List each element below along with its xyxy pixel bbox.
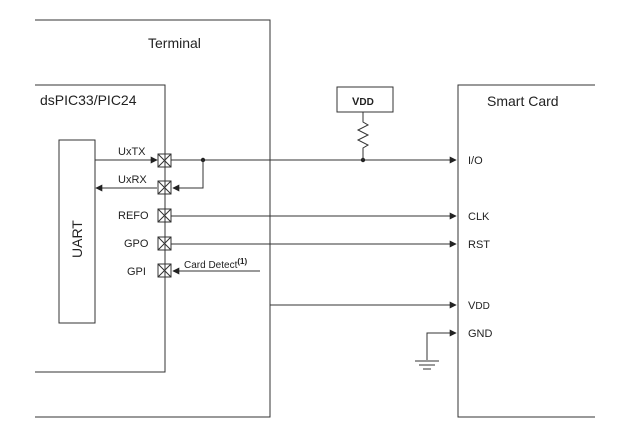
card-pin-gnd: GND bbox=[468, 328, 493, 340]
pin-label-gpi: GPI bbox=[127, 266, 146, 278]
pin-label-uxtx: UxTX bbox=[118, 146, 146, 158]
vdd-box-label: VDD bbox=[352, 96, 374, 108]
pullup-resistor bbox=[356, 112, 370, 160]
vdd-box bbox=[336, 86, 394, 113]
pin-label-uxrx: UxRX bbox=[118, 174, 147, 186]
uart-label: UART bbox=[69, 220, 85, 258]
smart-card-title: Smart Card bbox=[487, 93, 559, 109]
gnd-line bbox=[426, 329, 457, 360]
card-pin-clk: CLK bbox=[468, 211, 490, 223]
smart-card-frame bbox=[457, 84, 595, 418]
mcu-frame bbox=[35, 84, 166, 373]
card-pin-vdd: VDD bbox=[468, 300, 490, 312]
io-rx-loop bbox=[172, 160, 204, 192]
pin-box-uxrx bbox=[157, 180, 172, 195]
card-detect-label: Card Detect(1) bbox=[184, 257, 247, 271]
ground-symbol bbox=[415, 360, 439, 370]
pin-box-gpi bbox=[157, 263, 172, 278]
pin-label-refo: REFO bbox=[118, 210, 149, 222]
card-pin-io: I/O bbox=[468, 155, 483, 167]
uart-block bbox=[58, 139, 96, 324]
card-pin-rst: RST bbox=[468, 239, 490, 251]
mcu-title: dsPIC33/PIC24 bbox=[40, 92, 137, 108]
terminal-title: Terminal bbox=[148, 35, 201, 51]
terminal-frame bbox=[35, 19, 271, 418]
pin-label-gpo: GPO bbox=[124, 238, 149, 250]
